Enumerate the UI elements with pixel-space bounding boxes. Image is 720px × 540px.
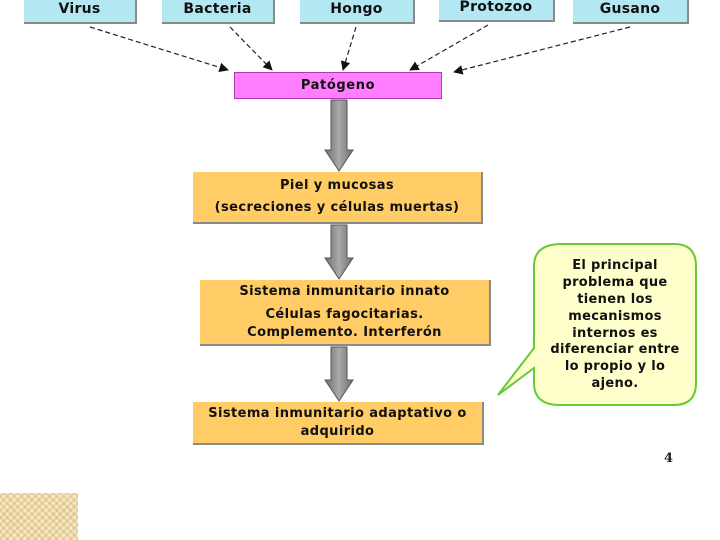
skin-subtitle: (secreciones y células muertas) — [214, 200, 460, 215]
callout-line: El principal — [572, 258, 658, 273]
adaptive-immunity-box: Sistema inmunitario adaptativo o adquiri… — [193, 402, 484, 445]
source-hongo-label: Hongo — [330, 1, 383, 17]
decorative-texture-block — [0, 493, 78, 540]
page-number: 4 — [664, 451, 674, 466]
callout-line: ajeno. — [591, 376, 639, 392]
source-virus-label: Virus — [58, 1, 101, 17]
arrow-virus-pathogen — [89, 26, 229, 73]
arrow-hongo-pathogen — [340, 26, 357, 71]
callout-line: problema que — [562, 274, 668, 290]
skin-mucosa-box: Piel y mucosas (secreciones y células mu… — [193, 172, 483, 224]
callout-bubble — [497, 243, 697, 406]
adaptive-line1: Sistema inmunitario adaptativo o — [208, 405, 467, 421]
source-virus-box: Virus — [24, 0, 137, 24]
source-bacteria-label: Bacteria — [183, 1, 252, 17]
skin-title: Piel y mucosas — [279, 178, 395, 194]
source-hongo-box: Hongo — [300, 0, 415, 24]
arrow-protozoo-pathogen — [409, 24, 489, 71]
callout-line: diferenciar entre — [550, 342, 680, 358]
adaptive-line2: adquirido — [300, 423, 375, 439]
callout-line: mecanismos — [568, 308, 662, 324]
block-arrow-innate-adaptive — [324, 346, 354, 402]
innate-line1: Células fagocitarias. — [265, 307, 424, 323]
innate-line2: Complemento. Interferón — [247, 324, 442, 340]
pathogen-label: Patógeno — [300, 78, 376, 93]
source-gusano-label: Gusano — [599, 1, 661, 17]
callout-line: internos es — [572, 325, 658, 341]
source-protozoo-box: Protozoo — [439, 0, 555, 22]
arrow-gusano-pathogen — [453, 26, 631, 75]
callout-line: lo propio y lo — [564, 359, 666, 375]
source-protozoo-label: Protozoo — [459, 0, 533, 15]
source-gusano-box: Gusano — [573, 0, 689, 24]
block-arrow-pathogen-skin — [324, 99, 354, 172]
innate-title: Sistema inmunitario innato — [239, 283, 450, 299]
arrow-bacteria-pathogen — [229, 26, 273, 71]
innate-immunity-box: Sistema inmunitario innato Células fagoc… — [200, 280, 491, 346]
block-arrow-skin-innate — [324, 224, 354, 280]
callout-line: tienen los — [577, 291, 653, 307]
source-bacteria-box: Bacteria — [162, 0, 275, 24]
callout-text: El principal problema que tienen los mec… — [540, 258, 690, 393]
pathogen-box: Patógeno — [234, 72, 442, 99]
